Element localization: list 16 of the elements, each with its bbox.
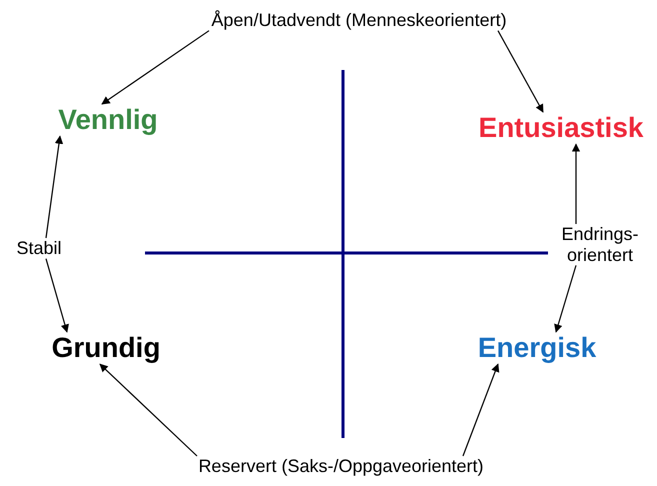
arrow xyxy=(45,135,64,238)
arrow xyxy=(497,30,544,113)
axis-label: Stabil xyxy=(15,238,63,259)
arrow xyxy=(462,363,500,456)
quadrant-label: Energisk xyxy=(476,332,598,364)
arrow xyxy=(101,30,210,104)
arrow xyxy=(99,364,198,456)
arrow xyxy=(572,143,580,224)
axis-label: Reservert (Saks-/Oppgaveorientert) xyxy=(197,456,485,477)
axis-label: Endrings- orientert xyxy=(559,224,641,266)
arrow xyxy=(45,258,69,333)
axis-label: Åpen/Utadvendt (Menneskeorientert) xyxy=(209,10,509,31)
quadrant-label: Vennlig xyxy=(57,104,159,136)
quadrant-label: Entusiastisk xyxy=(477,112,645,144)
quadrant-label: Grundig xyxy=(50,332,162,364)
arrow xyxy=(554,265,577,333)
